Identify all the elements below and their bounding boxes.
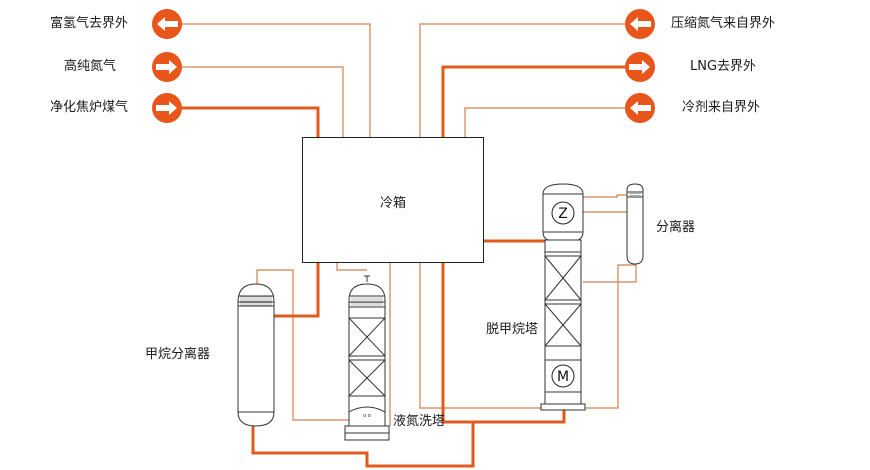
label-separator: 分离器 bbox=[656, 220, 696, 235]
cold-box-label: 冷箱 bbox=[379, 196, 406, 211]
motor-icon: M bbox=[551, 364, 575, 388]
label-rich-hydrogen-out: 富氢气去界外 bbox=[49, 16, 128, 31]
label-high-purity-nitrogen: 高纯氮气 bbox=[63, 59, 116, 74]
methane-separator-hatch bbox=[240, 296, 272, 306]
nitrogen-wash-tower bbox=[344, 275, 390, 441]
line-demethanizer-top-1 bbox=[583, 194, 630, 198]
arrow-high-purity-nitrogen-in-icon bbox=[152, 52, 182, 82]
line-separator-bottom bbox=[583, 262, 637, 283]
line-lng bbox=[441, 65, 625, 137]
line-bottom-loop bbox=[251, 263, 475, 468]
methane-separator-vessel bbox=[237, 283, 275, 427]
line-coke-gas bbox=[180, 106, 320, 137]
arrow-coke-gas-in-icon bbox=[152, 93, 182, 123]
arrow-rich-hydrogen-out-icon bbox=[152, 9, 182, 39]
label-refrigerant-in: 冷剂来自界外 bbox=[682, 100, 761, 115]
line-refrigerant bbox=[464, 107, 625, 137]
arrow-refrigerant-in-icon bbox=[625, 93, 655, 123]
arrow-compressed-nitrogen-in-icon bbox=[625, 9, 655, 39]
svg-text:M: M bbox=[557, 369, 569, 385]
label-lng-out: LNG去界外 bbox=[690, 59, 757, 74]
line-compressed-nitrogen bbox=[419, 23, 625, 137]
label-nitrogen-wash-tower: 液氮洗塔 bbox=[393, 414, 446, 429]
nitrogen-tower-hatch bbox=[351, 297, 383, 306]
line-demethanizer-to-loop bbox=[473, 410, 566, 424]
cold-box: 冷箱 bbox=[302, 137, 484, 263]
nitrogen-tower-marking: o o bbox=[363, 413, 371, 419]
label-demethanizer: 脱甲烷塔 bbox=[486, 322, 539, 337]
line-separator-top bbox=[256, 269, 349, 421]
small-separator-vessel bbox=[626, 183, 644, 265]
label-methane-separator: 甲烷分离器 bbox=[145, 347, 211, 362]
svg-text:Z: Z bbox=[558, 206, 568, 222]
line-rich-hydrogen bbox=[180, 23, 371, 137]
arrow-lng-out-icon bbox=[625, 52, 655, 82]
line-demethanizer-bottom bbox=[419, 263, 636, 409]
line-tower-top bbox=[336, 263, 367, 271]
line-coldbox-to-separator bbox=[272, 263, 320, 318]
label-purified-coke-gas: 净化焦炉煤气 bbox=[49, 100, 128, 115]
line-high-purity-nitrogen bbox=[180, 66, 344, 137]
label-compressed-nitrogen-in: 压缩氮气来自界外 bbox=[671, 16, 776, 31]
small-separator-hatch bbox=[629, 193, 641, 196]
compressor-icon: Z bbox=[551, 201, 575, 225]
